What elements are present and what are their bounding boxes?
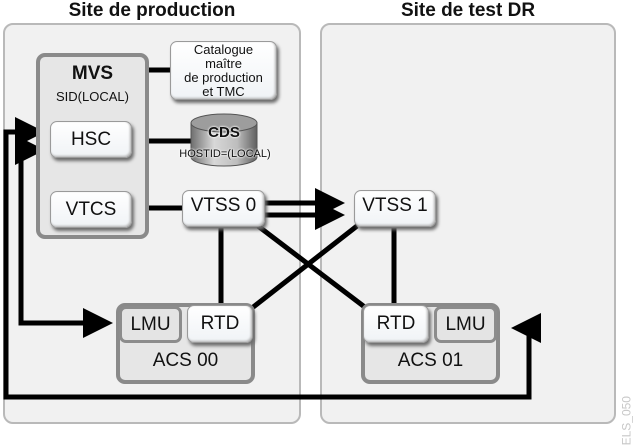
wire-lmu00-hsc [15, 135, 106, 326]
acs01-rtd-node[interactable]: RTD [363, 305, 429, 343]
cds-cylinder-icon[interactable] [189, 113, 259, 169]
wire-vtss0-rtd01 [256, 224, 368, 310]
mvs-title: MVS [71, 63, 114, 84]
connection-wires [3, 67, 541, 400]
vtss1-node[interactable]: VTSS 1 [354, 190, 436, 227]
figure-id: ELS_050 [619, 396, 633, 445]
vtss0-node[interactable]: VTSS 0 [182, 190, 265, 227]
acs01-lmu-node[interactable]: LMU [434, 306, 497, 343]
vtcs-node[interactable]: VTCS [50, 191, 132, 228]
acs01-label: ACS 01 [397, 350, 464, 371]
catalog-node[interactable]: Catalogue maître de production et TMC [170, 41, 277, 100]
wire-vtss1-rtd00 [250, 224, 359, 310]
hsc-node[interactable]: HSC [50, 121, 132, 158]
catalog-line-2: de production [184, 69, 263, 85]
catalog-line-3: et TMC [202, 83, 245, 99]
catalog-line-1: Catalogue maître [193, 41, 254, 71]
acs00-label: ACS 00 [152, 350, 219, 371]
production-site-title: Site de production [68, 0, 236, 21]
cds-title: CDS [208, 124, 240, 141]
mvs-sid: SID(LOCAL) [56, 89, 129, 104]
dr-test-site-title: Site de test DR [400, 0, 536, 21]
acs00-lmu-node[interactable]: LMU [119, 306, 182, 343]
cds-hostid: HOSTID=(LOCAL) [179, 148, 271, 160]
acs00-rtd-node[interactable]: RTD [187, 305, 253, 343]
